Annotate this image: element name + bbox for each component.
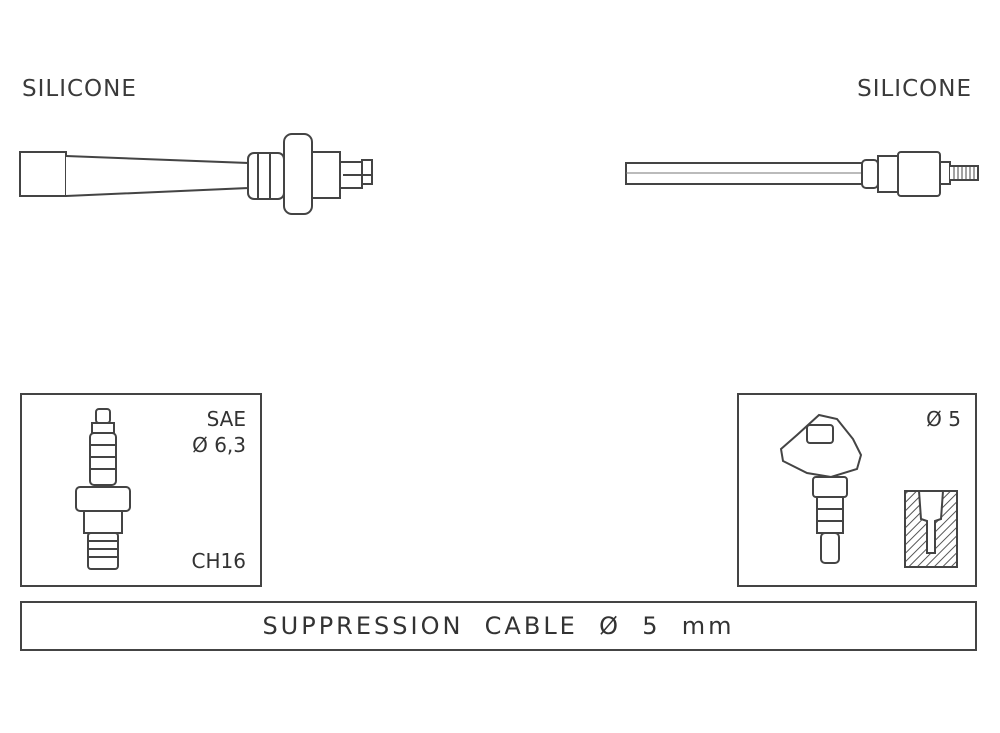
right-connector-icon xyxy=(625,151,979,197)
plug-code-label: CH16 xyxy=(191,549,246,573)
connector-drawings xyxy=(19,133,979,215)
right-insulation-label: SILICONE xyxy=(857,76,972,102)
coil-boot-section-icon xyxy=(904,490,958,568)
plug-diameter-label: Ø 6,3 xyxy=(192,433,246,457)
left-connector-icon xyxy=(19,133,373,215)
ignition-coil-panel: Ø 5 xyxy=(737,393,977,587)
ignition-coil-icon xyxy=(779,413,863,564)
spark-plug-icon xyxy=(75,408,131,570)
cable-spec-text: SUPPRESSION CABLE Ø 5 mm xyxy=(262,612,735,640)
plug-standard-label: SAE xyxy=(206,407,246,431)
left-insulation-label: SILICONE xyxy=(22,76,137,102)
coil-diameter-label: Ø 5 xyxy=(926,407,961,431)
spark-plug-panel: SAE Ø 6,3 CH16 xyxy=(20,393,262,587)
cable-spec-bar: SUPPRESSION CABLE Ø 5 mm xyxy=(20,601,977,651)
